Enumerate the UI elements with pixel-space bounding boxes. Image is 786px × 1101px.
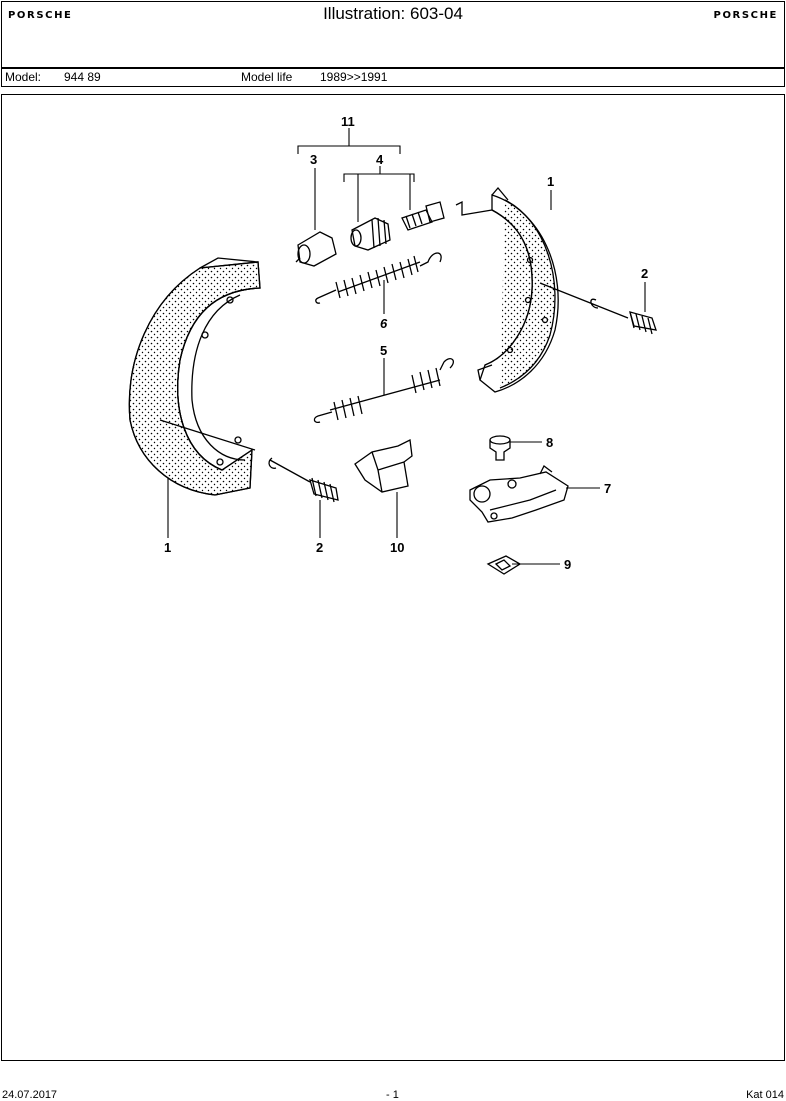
illustration-frame — [1, 94, 785, 1061]
footer-date: 24.07.2017 — [2, 1089, 58, 1101]
model-life-label: Model life — [241, 70, 293, 84]
illustration-title: Illustration: 603-04 — [323, 4, 463, 23]
callout-2-bottom: 2 — [316, 540, 323, 555]
spring-2-right — [539, 282, 657, 335]
model-label: Model: — [5, 70, 42, 84]
model-value: 944 89 — [64, 70, 101, 84]
callout-4: 4 — [376, 152, 384, 167]
spring-lower — [313, 358, 454, 424]
header-box: PORSCHE Illustration: 603-04 PORSCHE — [1, 1, 785, 67]
porsche-logo-right: PORSCHE — [713, 10, 778, 21]
model-bar: Model: 944 89 Model life 1989>>1991 — [1, 69, 785, 87]
porsche-logo-left: PORSCHE — [8, 10, 73, 21]
model-life-value: 1989>>1991 — [320, 70, 388, 84]
adjuster-wheel — [350, 217, 391, 251]
callout-9: 9 — [564, 557, 571, 572]
spring-2-bottom — [268, 457, 339, 503]
brake-shoe-left — [128, 257, 261, 496]
callout-3: 3 — [310, 152, 317, 167]
callout-7: 7 — [604, 481, 611, 496]
lever-assembly-7 — [469, 465, 569, 523]
pin-8 — [489, 435, 511, 461]
footer-catalog: Kat 014 — [746, 1089, 784, 1101]
callout-lines — [167, 128, 646, 565]
callout-1-bottom: 1 — [164, 540, 171, 555]
callout-6: 6 — [380, 316, 388, 331]
callout-2-right: 2 — [641, 266, 648, 281]
clip-9 — [486, 555, 522, 575]
bracket-10 — [354, 439, 413, 493]
callout-1-top: 1 — [547, 174, 554, 189]
adjuster-bolt — [401, 201, 445, 231]
header-divider — [1, 67, 785, 69]
footer-page: - 1 — [386, 1089, 399, 1101]
callout-11: 11 — [341, 114, 355, 129]
callout-10: 10 — [390, 540, 404, 555]
callout-8: 8 — [546, 435, 553, 450]
callout-5: 5 — [380, 343, 387, 358]
brake-shoe-right — [455, 186, 559, 393]
callout-numbers: 11 3 4 1 2 6 5 8 7 1 2 10 9 — [164, 114, 648, 572]
adjuster-sleeve — [295, 231, 337, 267]
spring-upper — [315, 252, 442, 304]
